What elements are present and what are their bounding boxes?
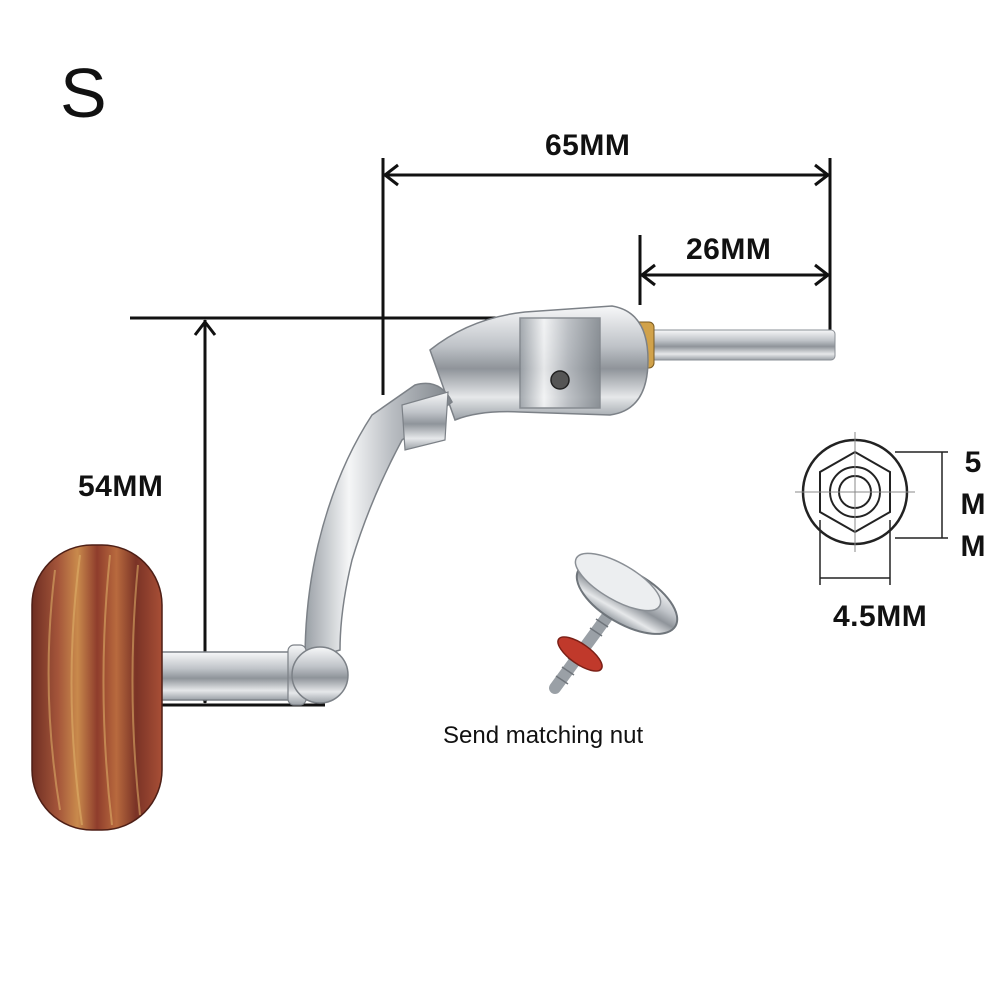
hex-width-label: 4.5MM xyxy=(833,600,928,633)
crank-handle xyxy=(31,305,836,831)
crank-arm xyxy=(304,382,453,661)
dim-65-left-arrow xyxy=(382,163,399,187)
knurled-nut-top xyxy=(574,552,662,612)
head-hinge xyxy=(519,317,601,409)
hex-height-label: 5 M M xyxy=(958,442,988,568)
head-screw xyxy=(550,370,570,390)
wooden-knob xyxy=(31,544,163,831)
matching-nut-caption: Send matching nut xyxy=(443,722,644,749)
matching-nut xyxy=(549,552,679,694)
dim-26-left-arrow xyxy=(639,263,656,287)
dim-65-right-arrow xyxy=(814,163,831,187)
wood-grain xyxy=(47,554,141,826)
arm-fold-block xyxy=(401,391,449,451)
hex-height-char: M xyxy=(960,488,986,521)
arm-end-cap xyxy=(291,646,349,704)
nut-washer xyxy=(557,636,603,672)
dim-26-right-arrow xyxy=(814,263,831,287)
hex-socket-detail xyxy=(795,432,948,585)
hex-height-char: 5 xyxy=(964,446,982,479)
size-label: S xyxy=(60,54,107,132)
shaft-length-label: 26MM xyxy=(686,233,772,266)
drive-shaft xyxy=(639,329,836,361)
arm-height-label: 54MM xyxy=(78,470,164,503)
hex-height-char: M xyxy=(960,530,986,563)
dim-54-top-arrow xyxy=(193,319,217,336)
total-length-label: 65MM xyxy=(545,129,631,162)
